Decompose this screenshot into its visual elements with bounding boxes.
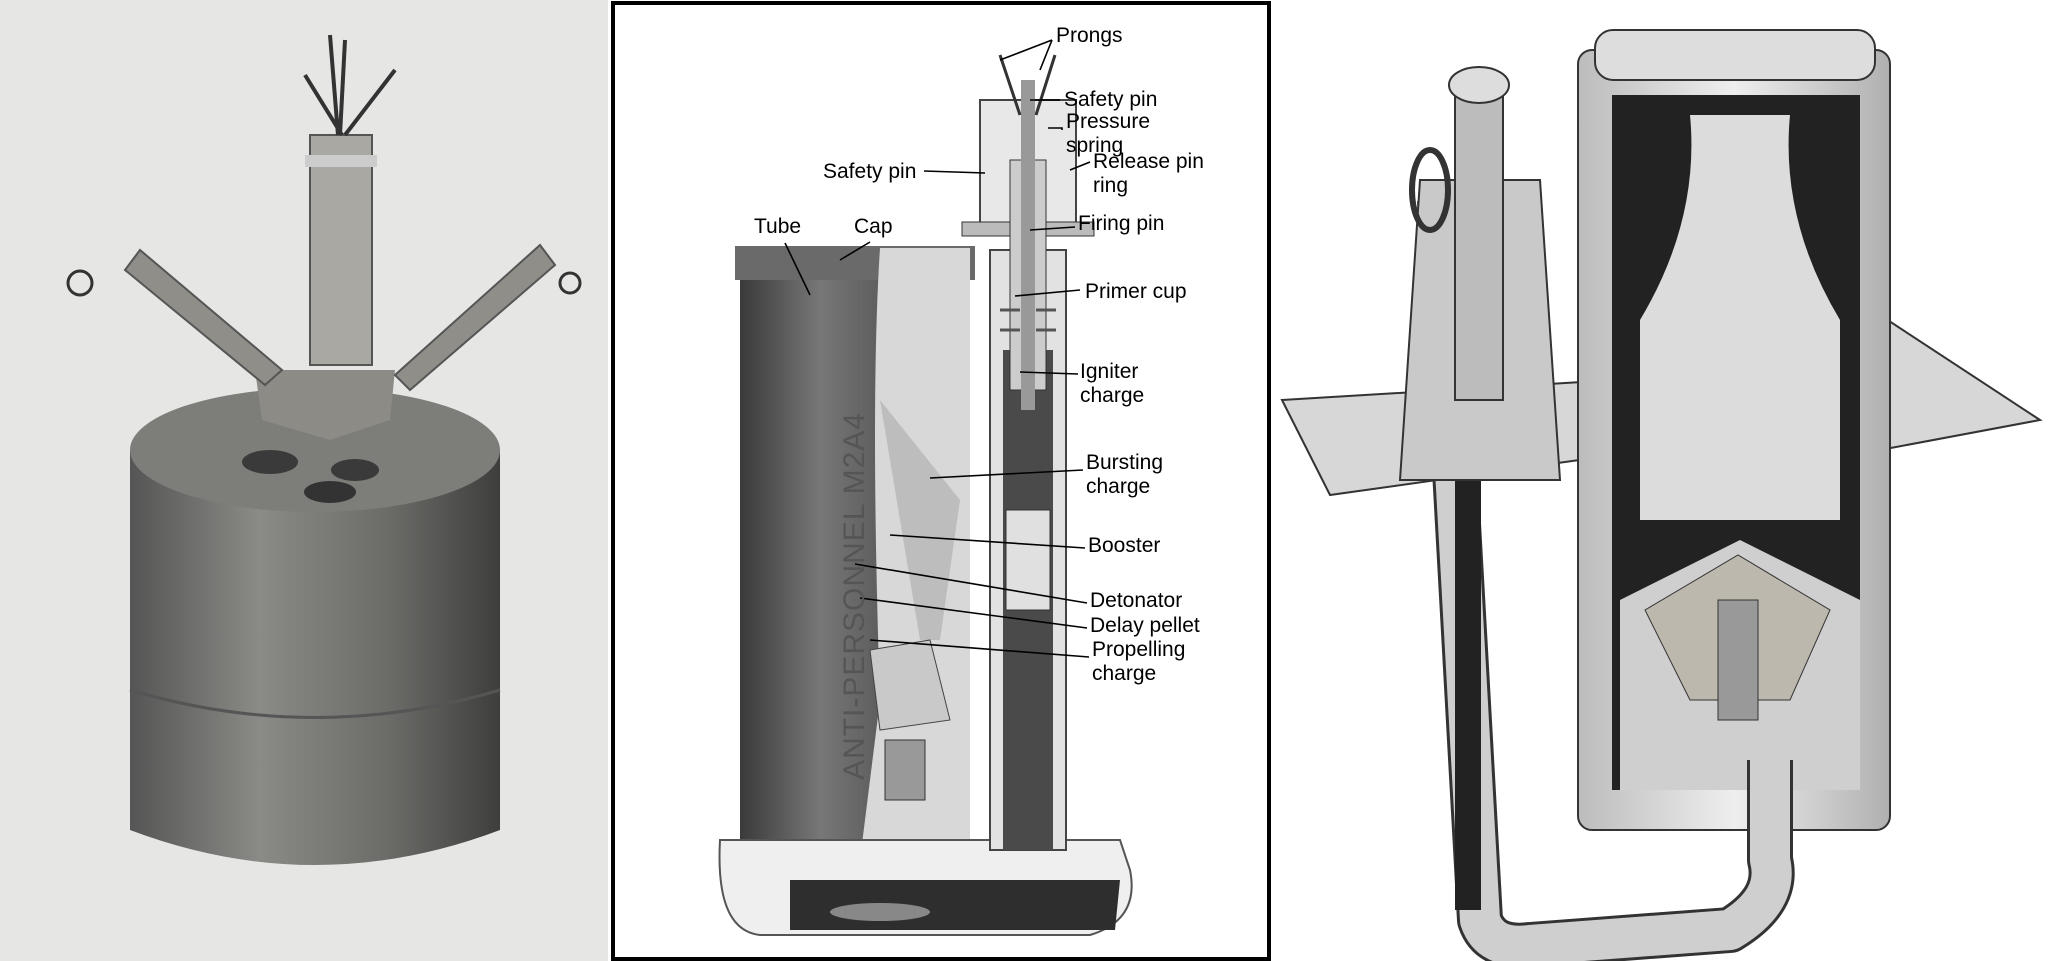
mine-cutaway-diagram	[718, 39, 1133, 936]
label-line: Pressure	[1066, 110, 1151, 133]
label-safety-pin-top: Safety pin	[1064, 88, 1158, 111]
mine-photo	[0, 0, 608, 961]
label-tube: Tube	[754, 215, 802, 238]
label-cap: Cap	[854, 215, 893, 238]
label-line: Release pin	[1093, 150, 1204, 173]
label-line: spring	[1066, 134, 1124, 157]
label-detonator: Detonator	[1090, 589, 1183, 612]
label-primer-cup: Primer cup	[1085, 280, 1187, 303]
label-firing-pin: Firing pin	[1078, 212, 1165, 235]
label-line: charge	[1092, 662, 1157, 685]
label-line: ring	[1093, 174, 1129, 197]
tube-stamp-text: ANTI-PERSONNEL M2A4	[838, 412, 871, 780]
label-line: Igniter	[1080, 360, 1139, 383]
label-booster: Booster	[1088, 534, 1161, 557]
label-prongs: Prongs	[1056, 24, 1123, 47]
mine-illustration	[1273, 0, 2048, 961]
label-line: Bursting	[1086, 451, 1164, 474]
label-safety-pin-left: Safety pin	[823, 160, 917, 183]
label-line: charge	[1080, 384, 1145, 407]
label-line: Propelling	[1092, 638, 1186, 661]
label-delay-pellet: Delay pellet	[1090, 614, 1200, 637]
label-line: charge	[1086, 475, 1151, 498]
leader-lines	[784, 39, 1091, 658]
